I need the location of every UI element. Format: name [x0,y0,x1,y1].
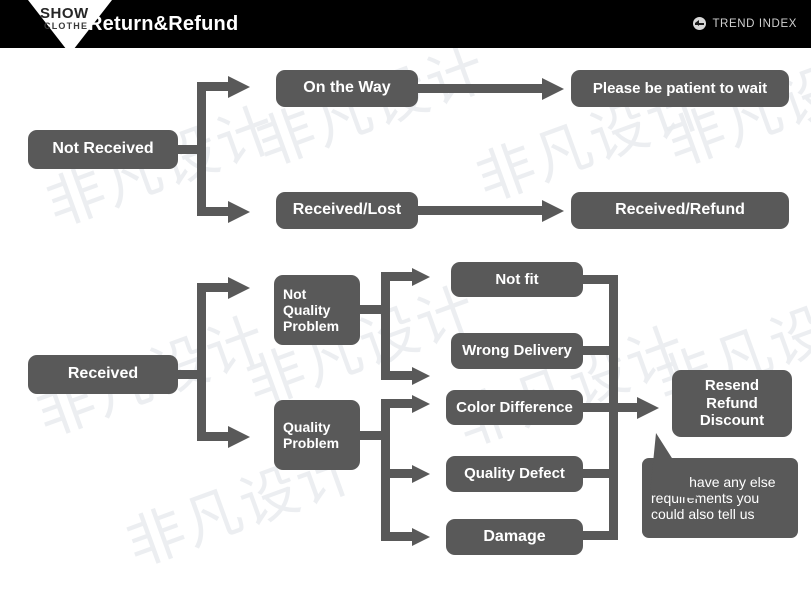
node-label-line: Problem [283,318,340,335]
node-label-line: Problem [283,435,340,451]
node-received-lost[interactable]: Received/Lost [276,192,418,229]
arrow-icon [228,75,250,98]
arrow-icon [412,366,430,385]
node-label: On the Way [303,79,391,97]
node-label: Not Received [52,140,154,158]
logo-text-clothe: CLOTHE [44,21,89,31]
node-damage[interactable]: Damage [446,519,583,555]
arrow-icon [412,267,430,286]
connector-segment [583,346,613,355]
header-bar [0,0,811,48]
node-not-quality-problem[interactable]: Not Quality Problem [274,275,360,345]
node-label: Received [67,365,139,383]
connector-segment [197,207,232,216]
connector-segment [178,145,206,154]
node-label: Color Difference [456,398,573,416]
connector-bus-vertical [197,82,206,216]
connector-segment [360,305,386,314]
connector-segment [381,371,416,380]
arrow-icon [637,396,659,419]
node-please-wait[interactable]: Please be patient to wait [571,70,789,107]
connector-segment [583,531,613,540]
connector-segment [381,399,416,408]
arrow-icon [228,425,250,448]
brand-trend-index: TREND INDEX [693,17,797,30]
flowchart-canvas: Not Received On the Way Please be patien… [0,48,811,605]
node-label: Received/Refund [615,201,745,219]
connector-segment [418,84,546,93]
node-label: Received/Lost [292,201,402,219]
node-received-refund[interactable]: Received/Refund [571,192,789,229]
node-label-line: Resend [704,377,760,395]
connector-segment [178,370,206,379]
page-title: Return&Refund [88,13,239,35]
node-label-line: Not [283,285,307,302]
connector-segment [197,432,232,441]
node-received[interactable]: Received [28,355,178,394]
callout-line: could also tell us [651,506,755,523]
node-label-line: Quality [283,301,331,318]
connector-bus-vertical [381,399,390,537]
node-on-the-way[interactable]: On the Way [276,70,418,107]
node-not-received[interactable]: Not Received [28,130,178,169]
node-label-line: Discount [699,412,765,430]
node-label-line: Quality [283,418,331,435]
arrow-icon [412,394,430,413]
connector-segment [583,403,613,412]
connector-segment [197,82,232,91]
node-quality-defect[interactable]: Quality Defect [446,456,583,492]
node-quality-problem[interactable]: Quality Problem [274,400,360,470]
connector-segment [360,431,386,440]
arrow-icon [542,199,564,222]
arrow-icon [542,77,564,100]
connector-segment [197,283,232,292]
connector-segment [583,275,613,284]
brand-label: TREND INDEX [712,17,797,30]
connector-segment [583,469,613,478]
node-not-fit[interactable]: Not fit [451,262,583,297]
connector-segment [381,532,416,541]
node-label: Not fit [495,270,539,288]
connector-segment [609,403,641,412]
arrow-icon [228,276,250,299]
node-label: Quality Defect [464,465,565,483]
node-resolution[interactable]: Resend Refund Discount [672,370,792,437]
connector-segment [381,272,416,281]
node-color-difference[interactable]: Color Difference [446,390,583,425]
callout-pointer-icon [648,433,708,518]
node-wrong-delivery[interactable]: Wrong Delivery [451,333,583,369]
arrow-icon [412,527,430,546]
connector-segment [418,206,546,215]
node-label: Please be patient to wait [592,79,768,97]
connector-bus-vertical [197,283,206,441]
node-label-line: Refund [706,394,758,412]
trend-index-icon [693,17,707,30]
connector-segment [381,469,416,478]
logo-triangle-icon [28,0,112,54]
arrow-icon [228,200,250,223]
node-label: Wrong Delivery [462,342,572,360]
node-label: Damage [483,527,546,545]
logo-text-show: SHOW [40,5,89,22]
connector-bus-vertical [381,272,390,380]
arrow-icon [412,464,430,483]
